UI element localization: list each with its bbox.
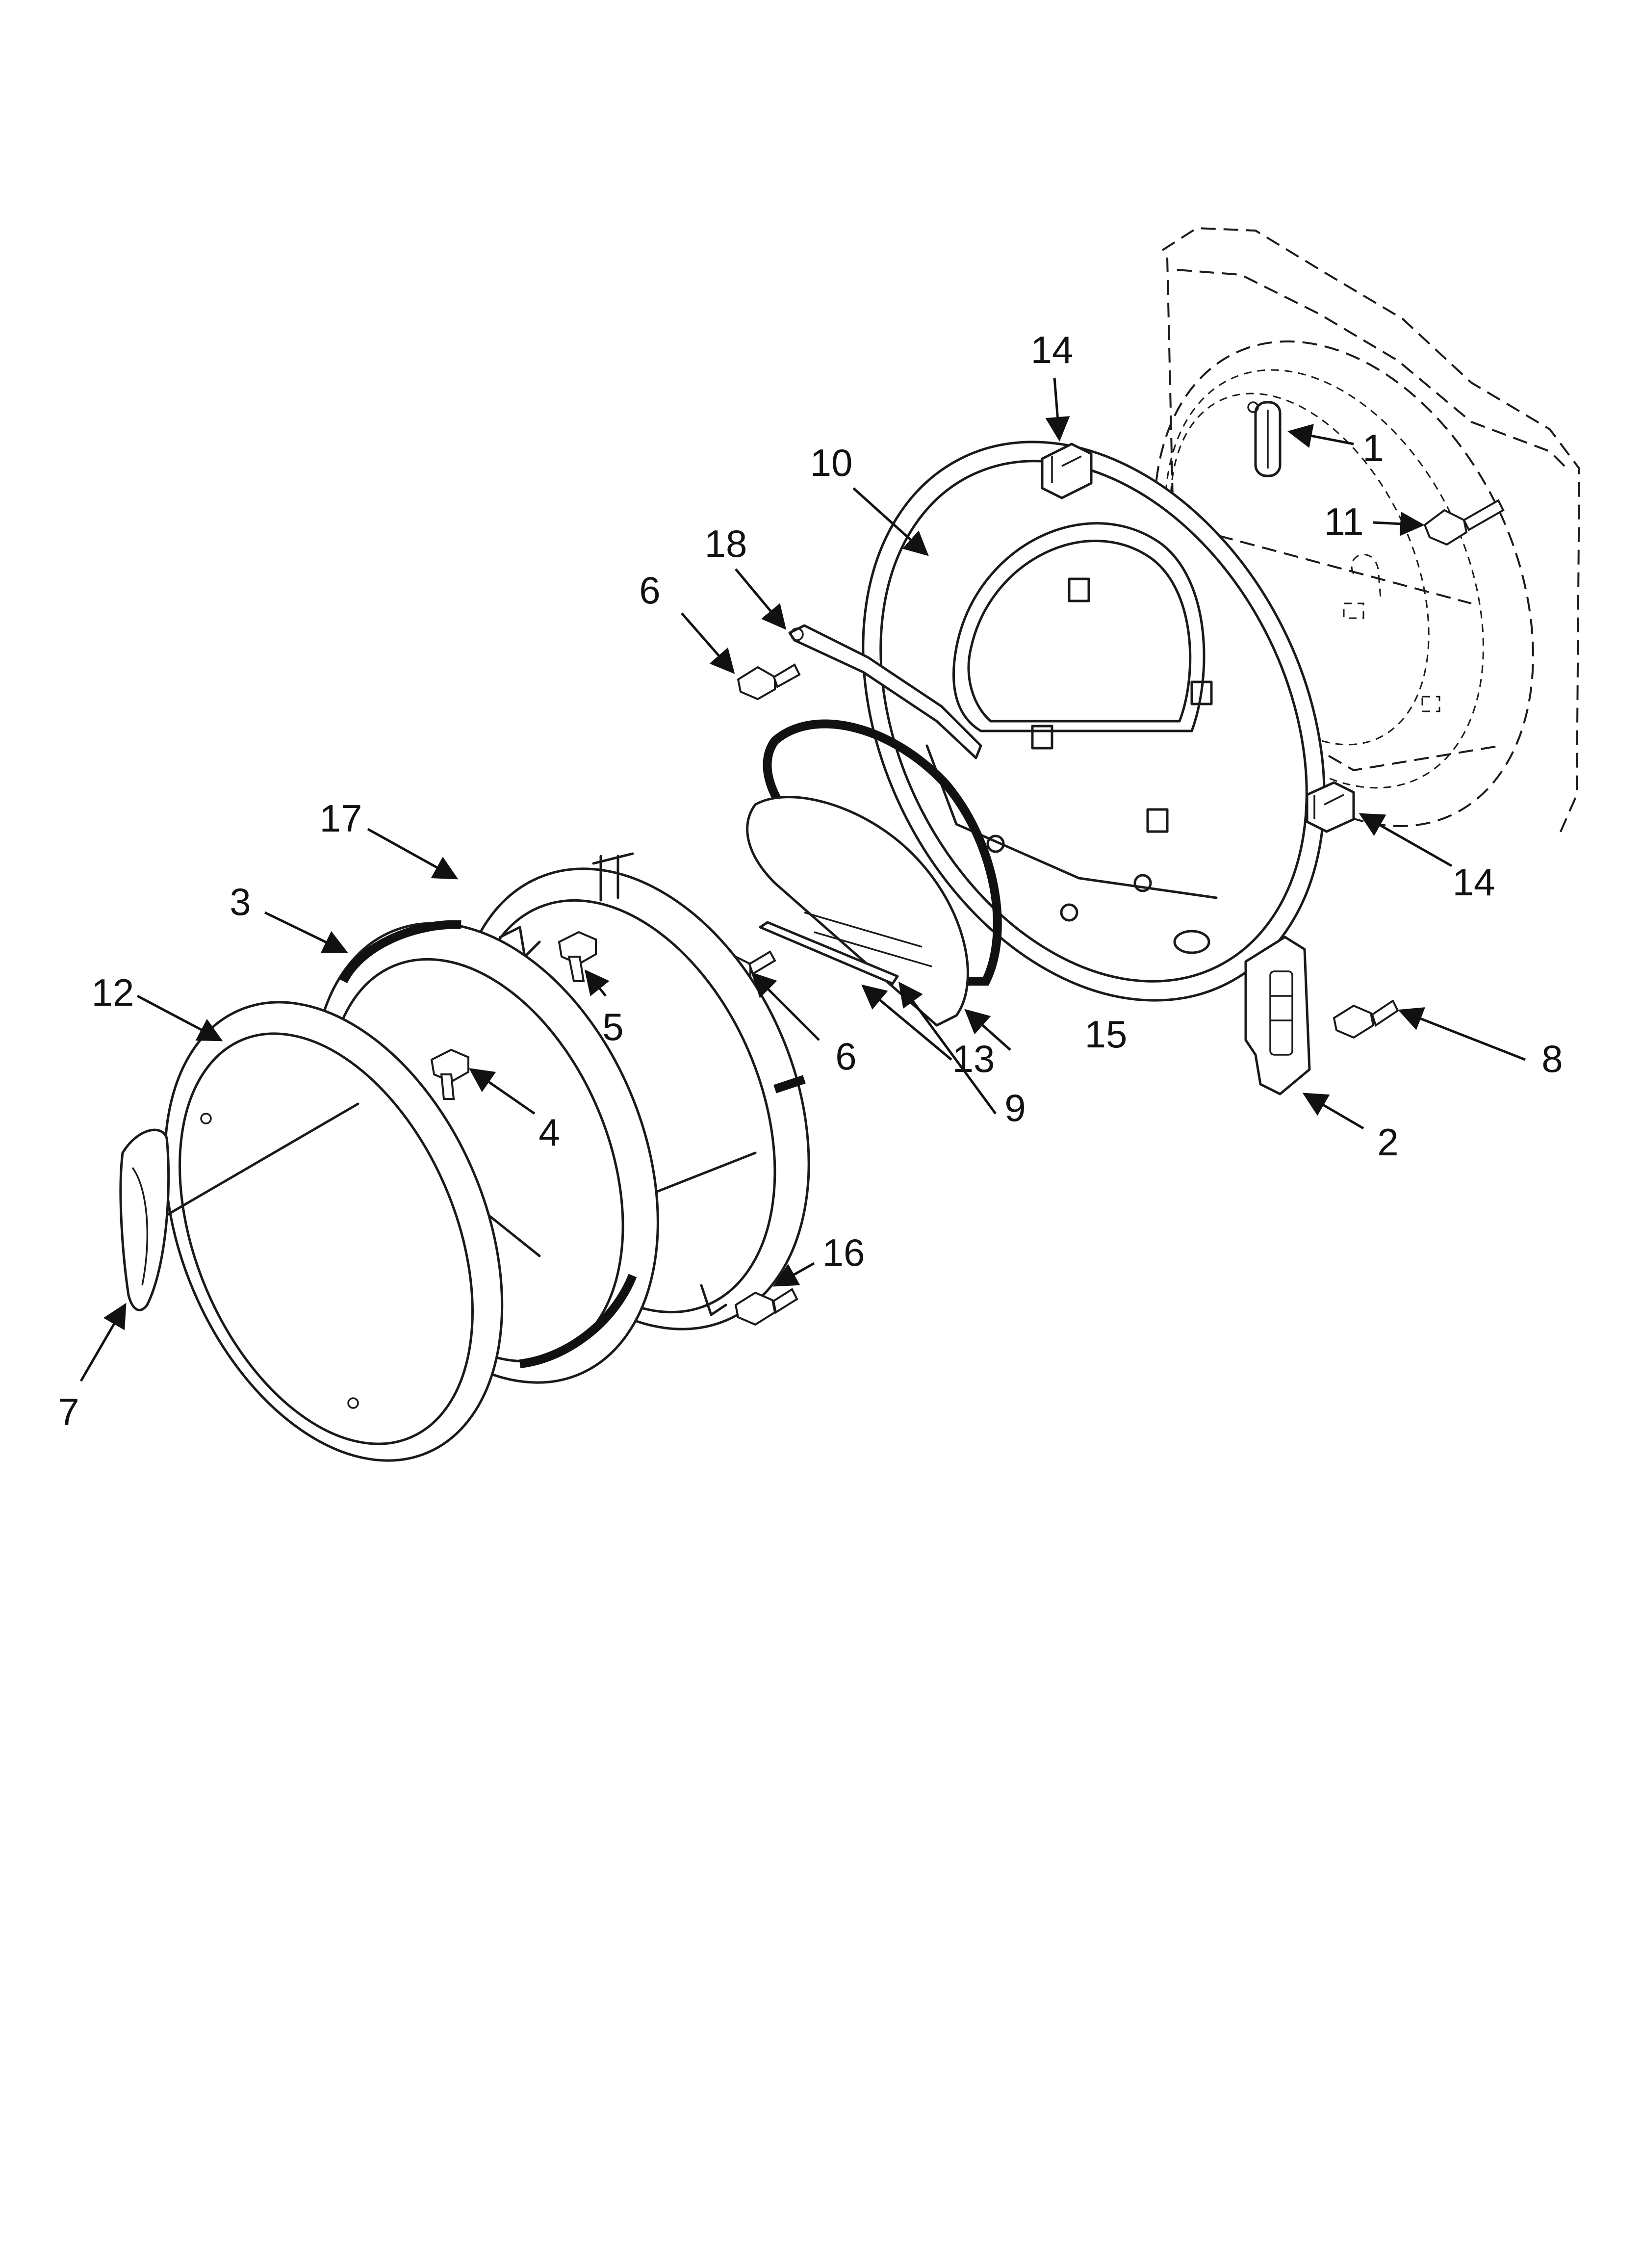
leader-10 xyxy=(852,487,929,556)
part-10-inner-door-panel xyxy=(862,441,1326,1002)
part-7-door-handle xyxy=(119,1128,170,1311)
part-11-screw xyxy=(1423,499,1505,546)
callout-13: 13 xyxy=(952,1037,995,1080)
callout-6-lower: 6 xyxy=(835,1035,856,1078)
part-14-catch-upper xyxy=(1041,443,1093,499)
part-4-screw xyxy=(430,1048,469,1100)
callout-17: 16 xyxy=(822,1231,865,1274)
callout-16: 17 xyxy=(320,797,362,840)
leader-5 xyxy=(584,969,610,997)
callout-4: 4 xyxy=(539,1111,560,1154)
callout-5: 5 xyxy=(602,1005,623,1048)
part-15-glass-gasket xyxy=(763,719,1002,986)
callout-14-upper: 14 xyxy=(1031,328,1074,371)
callout-6-upper: 6 xyxy=(639,569,660,612)
part-8-hinge-screw xyxy=(1333,999,1399,1039)
callout-9: 9 xyxy=(1004,1086,1026,1129)
callout-1: 1 xyxy=(1362,426,1384,469)
callout-8: 8 xyxy=(1541,1037,1563,1080)
leader-8 xyxy=(1398,1007,1526,1061)
leader-16 xyxy=(367,828,459,880)
part-18-hinge-bracket xyxy=(788,624,982,759)
part-9-retainer-strip xyxy=(759,921,899,985)
part-12-outer-door-ring xyxy=(146,1001,504,1462)
callout-11: 11 xyxy=(1324,500,1364,543)
part-5-screw xyxy=(558,931,597,982)
leader-6b xyxy=(751,972,820,1041)
leader-13 xyxy=(861,984,952,1061)
part-2-door-hinge xyxy=(1244,936,1311,1095)
leader-2 xyxy=(1302,1093,1364,1130)
callout-18: 18 xyxy=(705,522,747,565)
leader-3 xyxy=(264,911,348,953)
part-13-door-glass xyxy=(746,796,969,1027)
callout-7: 7 xyxy=(58,1390,79,1434)
leader-14a xyxy=(1045,377,1070,442)
leader-17 xyxy=(772,1262,815,1287)
leader-15 xyxy=(964,1009,1011,1051)
callout-3: 3 xyxy=(230,880,251,923)
leader-6a xyxy=(681,612,735,674)
leader-9 xyxy=(898,981,997,1115)
leader-12 xyxy=(136,994,223,1042)
callout-12: 12 xyxy=(92,971,134,1014)
leader-11 xyxy=(1373,511,1425,536)
callout-15: 15 xyxy=(1085,1013,1128,1056)
callout-10: 10 xyxy=(810,441,853,484)
part-1-door-strike xyxy=(1247,401,1282,477)
callout-14-lower: 14 xyxy=(1453,860,1495,904)
part-14-catch-lower xyxy=(1306,781,1355,833)
part-6-screw-upper xyxy=(737,663,801,701)
leader-4 xyxy=(468,1068,536,1115)
leader-7 xyxy=(79,1303,127,1382)
part-17-screw xyxy=(734,1288,798,1326)
callout-labels: 14 1 11 10 18 6 14 17 3 12 5 4 6 13 15 9… xyxy=(58,328,1563,1434)
leader-14b xyxy=(1359,813,1453,867)
leader-18 xyxy=(735,568,787,630)
callout-2: 2 xyxy=(1377,1121,1398,1164)
leader-1 xyxy=(1287,423,1354,448)
leader-lines xyxy=(79,377,1526,1382)
